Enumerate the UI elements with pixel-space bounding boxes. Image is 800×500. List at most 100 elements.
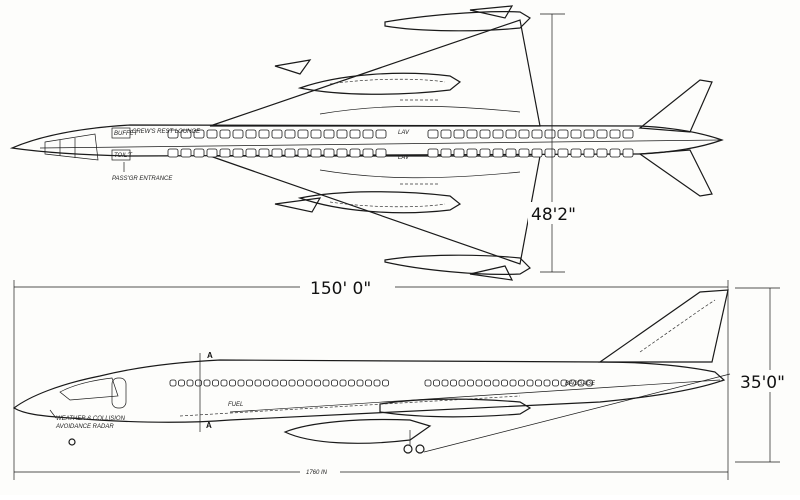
cabin-window [552,379,559,387]
cabin-label-lav-lower: LAV [398,155,410,161]
length-dimension-group: 150' 0" [13,279,729,480]
cabin-window [560,379,568,387]
cabin-window [382,379,389,387]
cabin-label-toilet: TOIL'T [114,153,133,159]
radar-label-line2: AVOIDANCE RADAR [55,424,114,430]
cabin-window [492,129,504,139]
plan-wing [209,19,541,265]
plan-cockpit [44,133,99,161]
cabin-window [356,379,364,387]
cabin-window [271,148,283,158]
cabin-window [518,148,530,158]
cabin-window [466,148,478,158]
cabin-window [362,129,374,139]
passenger-entrance-label: PASS'GR ENTRANCE [112,176,173,182]
cabin-window [305,379,313,387]
cabin-window [362,148,374,158]
cabin-window [263,379,270,387]
cabin-window [229,379,236,387]
cabin-window [450,379,457,387]
cabin-window [348,379,355,387]
section-marker-bottom: A [206,421,212,430]
cabin-window [365,379,372,387]
cabin-window [219,129,231,139]
cabin-window [518,379,525,387]
cabin-window [570,148,582,158]
cabin-window [169,379,177,387]
cabin-window [284,129,296,139]
cabin-window [167,148,179,158]
main-gear-wheel-2 [415,444,425,454]
cabin-window [322,379,330,387]
fuel-label: FUEL [228,402,243,408]
cabin-window [622,129,634,139]
cabin-window [577,379,585,387]
cabin-window [531,129,543,139]
cabin-window [167,129,179,139]
cabin-window [466,129,478,139]
cabin-window [596,148,608,158]
side-vertical-tail [598,289,729,363]
side-view: A A FUEL BAGGAGE WEATHER & COLLISION AVO… [12,287,796,476]
cabin-window [336,129,348,139]
cabin-window [193,129,205,139]
plan-window-row-lower [167,148,634,158]
plan-window-row-upper [167,129,634,139]
cabin-window [583,129,595,139]
cabin-window [373,379,381,387]
cabin-window [609,129,621,139]
cabin-window [206,129,218,139]
cabin-label-buffet: BUFFET [114,131,139,137]
cabin-window [427,148,439,158]
cabin-window [492,148,504,158]
cabin-window [284,148,296,158]
cabin-window [310,129,322,139]
cabin-window [237,379,245,387]
span-dimension: 48'2" [531,205,576,225]
side-wing-root [229,379,721,413]
cabin-window [505,129,517,139]
cabin-window [349,148,361,158]
side-window-row [169,379,593,387]
cabin-window [258,148,270,158]
cabin-window [203,379,211,387]
cabin-window [557,129,569,139]
cabin-window [219,148,231,158]
cabin-window [271,379,279,387]
cabin-window [586,379,593,387]
cabin-window [246,379,253,387]
side-fuselage [12,359,726,423]
cabin-window [186,379,194,387]
cabin-window [271,129,283,139]
cabin-window [212,379,219,387]
cabin-window [258,129,270,139]
cabin-window [245,148,257,158]
cabin-window [375,129,387,139]
cabin-window [375,148,387,158]
cabin-window [433,379,440,387]
height-dimension: 35'0" [740,373,785,393]
cabin-window [310,148,322,158]
tail-scrape-line [423,373,731,453]
cabin-window [206,148,218,158]
cabin-window [467,379,474,387]
plan-lower-inner-nacelle [297,191,462,214]
cabin-window [479,148,491,158]
cabin-window [280,379,287,387]
cabin-window [232,148,244,158]
cabin-window [484,379,491,387]
cabin-window [501,379,508,387]
cabin-window [339,379,347,387]
cabin-window [609,148,621,158]
cabin-window [297,148,309,158]
cabin-window [475,379,483,387]
cabin-window [526,379,534,387]
plan-upper-outer-nacelle [384,11,531,32]
cabin-window [509,379,517,387]
cabin-window [336,148,348,158]
cabin-window [331,379,338,387]
cabin-window [220,379,228,387]
cabin-window [479,129,491,139]
cabin-window [544,148,556,158]
